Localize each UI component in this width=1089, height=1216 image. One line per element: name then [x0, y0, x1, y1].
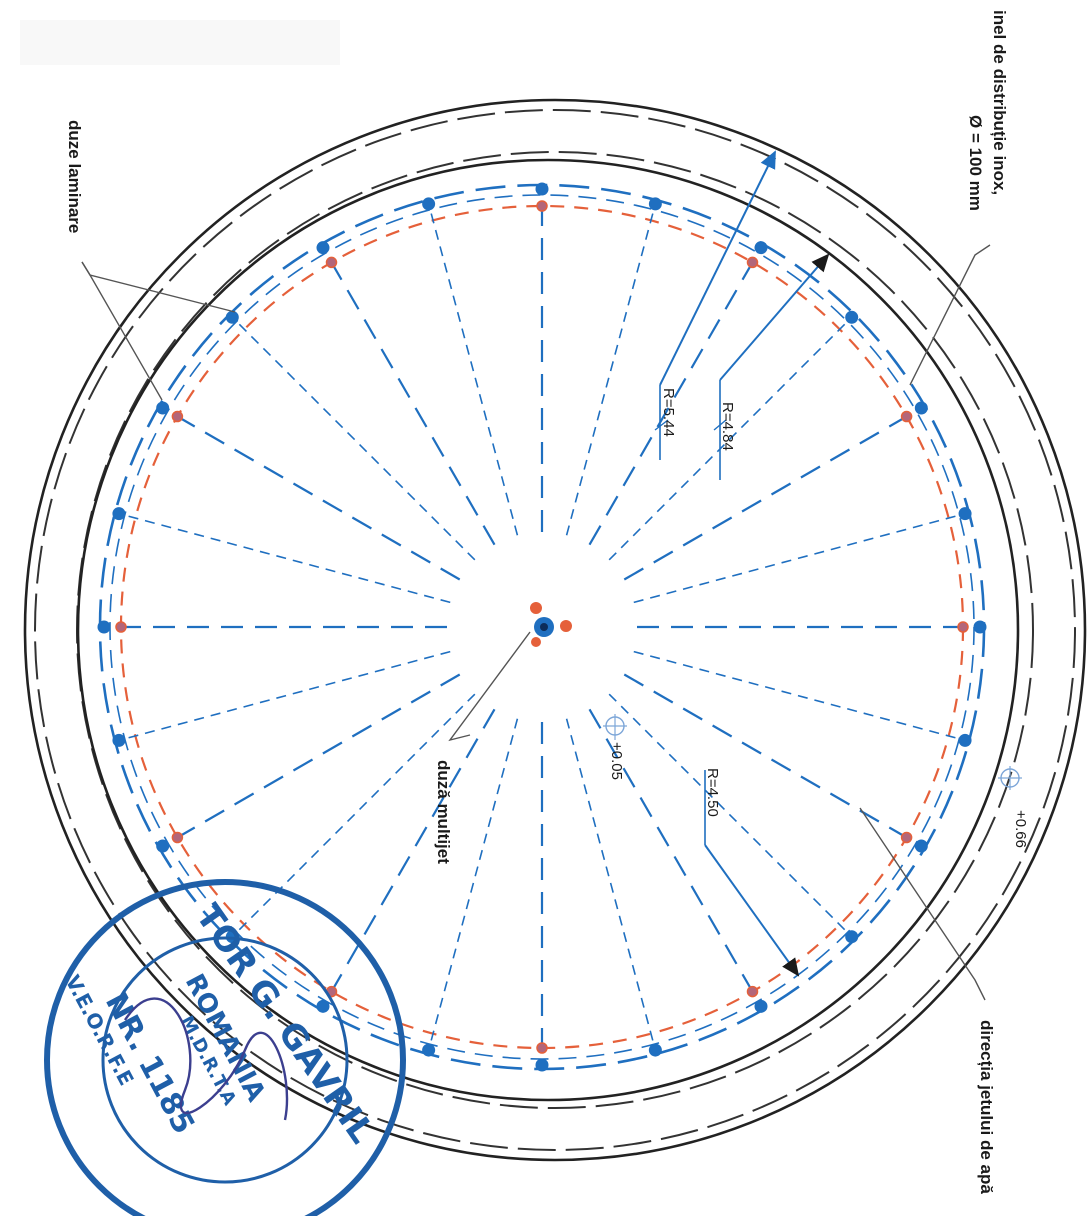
laminar-nozzle-point	[900, 410, 913, 423]
multijet-nozzle-point	[535, 182, 549, 196]
offset-outer-label: +0.66	[1012, 810, 1029, 848]
spoke-line	[235, 320, 476, 561]
multijet-nozzle-point	[535, 1058, 549, 1072]
dimension-r544	[654, 150, 776, 460]
spoke-line	[325, 708, 496, 1002]
multijet-nozzle-point	[914, 839, 928, 853]
spoke-line	[124, 650, 451, 740]
official-seal: TOR G. GAVRIL ROMANIA M.D.R.T.A NR. 1185…	[44, 879, 406, 1216]
dimension-r484	[713, 253, 830, 480]
jet-direction-label: direcția jetului de apă	[977, 1020, 996, 1194]
spoke-line	[167, 673, 461, 844]
multijet-nozzle-point	[422, 197, 436, 211]
spoke-line	[633, 514, 960, 604]
laminar-nozzles-label: duze laminare	[65, 120, 84, 233]
laminar-nozzle-point	[171, 410, 184, 423]
laminar-nozzle-point	[171, 831, 184, 844]
outer-ring-dash	[34, 109, 1076, 1151]
multijet-nozzle-point	[754, 999, 768, 1013]
spoke-line	[633, 650, 960, 740]
laminar-nozzle-point	[746, 985, 759, 998]
multijet-nozzle-point	[225, 930, 239, 944]
laminar-nozzle-point	[536, 200, 548, 212]
offset-inner-label: +0.05	[608, 742, 625, 780]
laminar-nozzle-point	[746, 256, 759, 269]
spoke-line	[429, 209, 519, 536]
signature	[124, 997, 289, 1121]
multijet-nozzle	[530, 602, 572, 647]
multijet-nozzle-point	[97, 620, 111, 634]
multijet-nozzle-point	[845, 310, 859, 324]
spoke-line	[588, 252, 759, 546]
dim-r544-label: R=5.44	[660, 388, 677, 437]
spoke-line	[608, 693, 849, 934]
dimension-r450	[704, 770, 800, 977]
ring-label: inel de distribuție inox,	[990, 10, 1009, 195]
multijet-nozzle-point	[316, 999, 330, 1013]
spoke-line	[565, 718, 655, 1045]
multijet-nozzle-point	[648, 1043, 662, 1057]
leader-ring	[909, 244, 991, 386]
spoke-line	[235, 693, 476, 934]
spoke-line	[588, 708, 759, 1002]
multijet-nozzle-point	[225, 310, 239, 324]
dim-r450-label: R=4.50	[704, 768, 721, 817]
inner-ring-edge	[76, 158, 1020, 1102]
multijet-nozzle-point	[973, 620, 987, 634]
radial-spokes	[110, 195, 974, 1059]
spoke-line	[429, 718, 519, 1045]
multijet-nozzle-point	[156, 401, 170, 415]
leader-laminar-b	[81, 261, 163, 401]
laminar-nozzle-point	[325, 256, 338, 269]
multijet-nozzle-point	[754, 241, 768, 255]
multijet-nozzle-point	[316, 241, 330, 255]
multijet-nozzle-point	[648, 197, 662, 211]
laminar-nozzle-point	[957, 621, 969, 633]
spoke-line	[623, 410, 917, 581]
leader-laminar-a	[81, 261, 236, 313]
spoke-line	[565, 209, 655, 536]
distribution-ring	[23, 98, 1087, 1162]
offset-marker-inner	[603, 714, 627, 740]
scan-shade	[20, 20, 340, 65]
leader-multijet	[448, 631, 531, 742]
ring-diameter-label: Ø = 100 mm	[966, 115, 985, 211]
multijet-nozzle-point	[958, 507, 972, 521]
laminar-nozzle-point	[115, 621, 127, 633]
nozzle-points	[97, 182, 987, 1072]
spoke-line	[623, 673, 917, 844]
multijet-nozzle-point	[112, 507, 126, 521]
multijet-label: duză multijet	[434, 760, 453, 864]
offset-marker-outer	[998, 766, 1022, 790]
dim-r484-label: R=4.84	[719, 402, 736, 451]
multijet-nozzle-point	[958, 733, 972, 747]
multijet-nozzle-point	[156, 839, 170, 853]
multijet-nozzle-point	[845, 930, 859, 944]
spoke-line	[608, 320, 849, 561]
leader-jet	[859, 807, 986, 1001]
multijet-nozzle-point	[422, 1043, 436, 1057]
leader-lines	[81, 244, 991, 1001]
multijet-nozzle-point	[112, 733, 126, 747]
spoke-line	[124, 514, 451, 604]
spoke-line	[167, 410, 461, 581]
spoke-line	[325, 252, 496, 546]
multijet-nozzle-point	[914, 401, 928, 415]
laminar-nozzle-point	[536, 1042, 548, 1054]
laminar-nozzle-point	[900, 831, 913, 844]
outer-ring-edge	[23, 98, 1087, 1162]
